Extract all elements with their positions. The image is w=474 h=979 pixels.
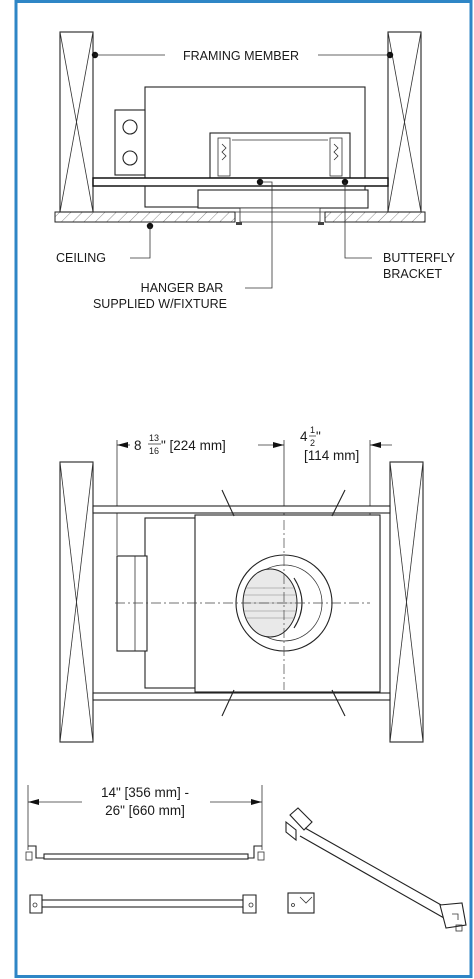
top-hanger-bars: [92, 505, 391, 701]
aperture-collar: [239, 207, 321, 223]
svg-text:8: 8: [134, 438, 142, 453]
top-framing-member-right: [389, 461, 424, 743]
svg-text:1: 1: [310, 425, 315, 435]
ceiling-label: CEILING: [56, 251, 106, 265]
hanger-bar-side: [25, 845, 265, 861]
dimension-text-a: 8 13 16 " [224 mm]: [134, 433, 226, 456]
top-view-diagram: 8 13 16 " [224 mm] 4 1 2 " [114 mm]: [59, 425, 424, 743]
svg-text:": ": [316, 429, 321, 444]
svg-text:2: 2: [310, 438, 315, 448]
hanger-bar-plan: [29, 894, 257, 914]
side-view-diagram: FRAMING MEMBER CEILING HANGER BAR SUPPLI…: [54, 31, 456, 311]
hanger-bar: [92, 177, 389, 187]
hanger-bar-label: HANGER BAR: [141, 281, 224, 295]
svg-text:13: 13: [149, 433, 159, 443]
top-junction-box: [116, 555, 148, 652]
hanger-bar-isometric: [285, 807, 467, 932]
hanger-length-label: 14" [356 mm] -: [101, 785, 189, 800]
framing-member-left: [59, 31, 94, 213]
hanger-detail: 14" [356 mm] - 26" [660 mm]: [25, 785, 467, 932]
svg-text:" [224 mm]: " [224 mm]: [161, 438, 226, 453]
socket-assembly: [209, 132, 351, 179]
butterfly-bracket-label: BUTTERFLY: [383, 251, 456, 265]
junction-box: [114, 109, 146, 176]
framing-member-right: [387, 31, 422, 213]
butterfly-bracket-label-2: BRACKET: [383, 267, 442, 281]
page-border: [14, 0, 473, 978]
framing-member-label: FRAMING MEMBER: [183, 49, 299, 63]
top-butterfly-brackets: [221, 489, 346, 717]
top-framing-member-left: [59, 461, 94, 743]
hanger-length-label-2: 26" [660 mm]: [105, 803, 185, 818]
dimension-text-b: 4 1 2 " [114 mm]: [300, 425, 359, 463]
lower-trim: [197, 189, 369, 209]
svg-text:16: 16: [149, 446, 159, 456]
svg-text:4: 4: [300, 429, 308, 444]
svg-text:[114 mm]: [114 mm]: [304, 448, 359, 463]
ceiling-board: [54, 211, 426, 223]
length-dimension: [27, 785, 263, 850]
hanger-bar-label-2: SUPPLIED W/FIXTURE: [93, 297, 227, 311]
bracket-detail: [287, 892, 315, 914]
leader-lines: [91, 51, 394, 289]
